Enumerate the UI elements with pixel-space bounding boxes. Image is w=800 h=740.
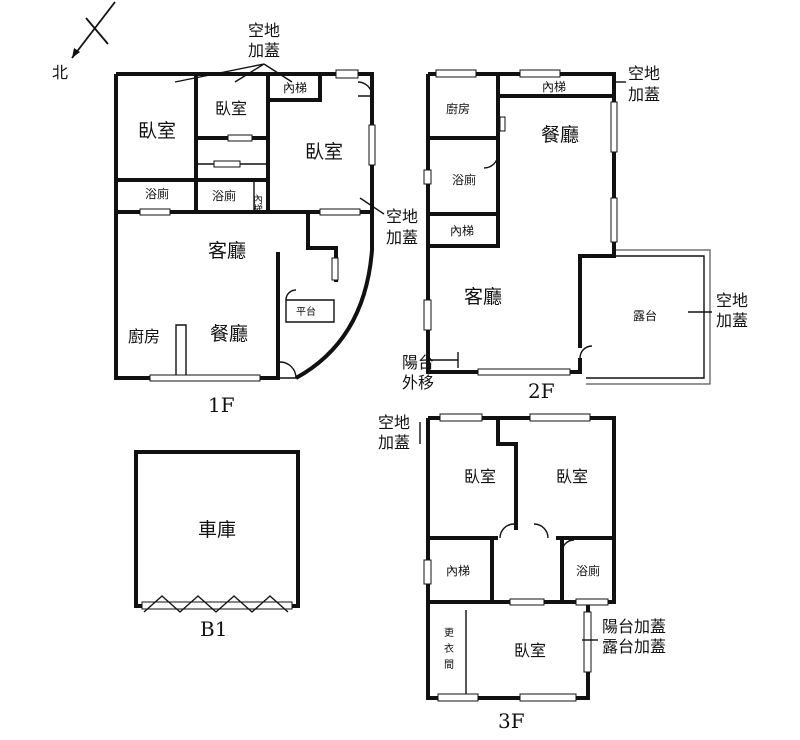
2f-living-room: 客廳 (464, 286, 502, 308)
1f-bedroom-west: 臥室 (138, 120, 176, 142)
1f-bath-west: 浴廁 (145, 186, 169, 201)
1f-note-right-line1: 空地 (386, 207, 418, 226)
1f-note-top-line1: 空地 (248, 21, 280, 40)
3f-stair: 內梯 (446, 564, 470, 578)
2f-note-top-line1: 空地 (628, 64, 660, 83)
north-label: 北 (52, 63, 68, 82)
2f-stair-top: 內梯 (542, 80, 566, 94)
3f-bedroom-south: 臥室 (514, 641, 546, 660)
3f-bath: 浴廁 (576, 563, 600, 578)
b1-garage: 車庫 (198, 519, 236, 541)
1f-living-room: 客廳 (208, 240, 246, 262)
2f-note-top-line2: 加蓋 (628, 85, 660, 104)
3f-closet-line1: 更 (444, 627, 454, 639)
3f-bedroom-west: 臥室 (464, 467, 496, 486)
3f-note-top-line2: 加蓋 (378, 433, 410, 452)
1f-dining-room: 餐廳 (210, 323, 248, 345)
1f-note-top-line2: 加蓋 (248, 41, 280, 60)
2f-floor-label: 2F (528, 379, 555, 403)
3f-closet-line2: 衣 (444, 642, 454, 655)
3f-closet-line3: 間 (444, 659, 454, 671)
1f-bedroom-north: 臥室 (215, 99, 247, 118)
2f-note-balcony-line1: 陽台 (402, 353, 434, 372)
3f-note-right-line2: 露台加蓋 (602, 637, 666, 656)
2f-terrace: 露台 (633, 308, 657, 323)
1f-kitchen: 廚房 (128, 327, 160, 346)
1f-stair-top: 內梯 (283, 81, 307, 95)
floor-3f (419, 413, 616, 702)
1f-stair-vertical: 內梯 (251, 194, 263, 215)
2f-note-right-line1: 空地 (716, 291, 748, 310)
3f-floor-label: 3F (498, 709, 525, 733)
1f-bath-center: 浴廁 (212, 188, 236, 203)
1f-platform: 平台 (296, 305, 316, 318)
2f-note-balcony-line2: 外移 (402, 373, 434, 392)
3f-note-right-line1: 陽台加蓋 (602, 617, 666, 636)
2f-bath: 浴廁 (452, 172, 476, 187)
3f-note-top-line1: 空地 (378, 413, 410, 432)
1f-bedroom-east: 臥室 (305, 141, 343, 163)
2f-kitchen: 廚房 (446, 101, 470, 116)
1f-floor-label: 1F (208, 393, 235, 417)
b1-floor-label: B1 (200, 617, 227, 641)
2f-stair: 內梯 (450, 224, 474, 238)
3f-bedroom-east: 臥室 (556, 467, 588, 486)
1f-note-right-line2: 加蓋 (386, 228, 418, 247)
floor-b1 (134, 450, 300, 613)
floor-1f (114, 63, 385, 382)
floor-2f (423, 69, 712, 385)
2f-dining-room: 餐廳 (541, 124, 579, 146)
north-arrow-icon (71, 1, 116, 59)
2f-note-right-line2: 加蓋 (716, 311, 748, 330)
